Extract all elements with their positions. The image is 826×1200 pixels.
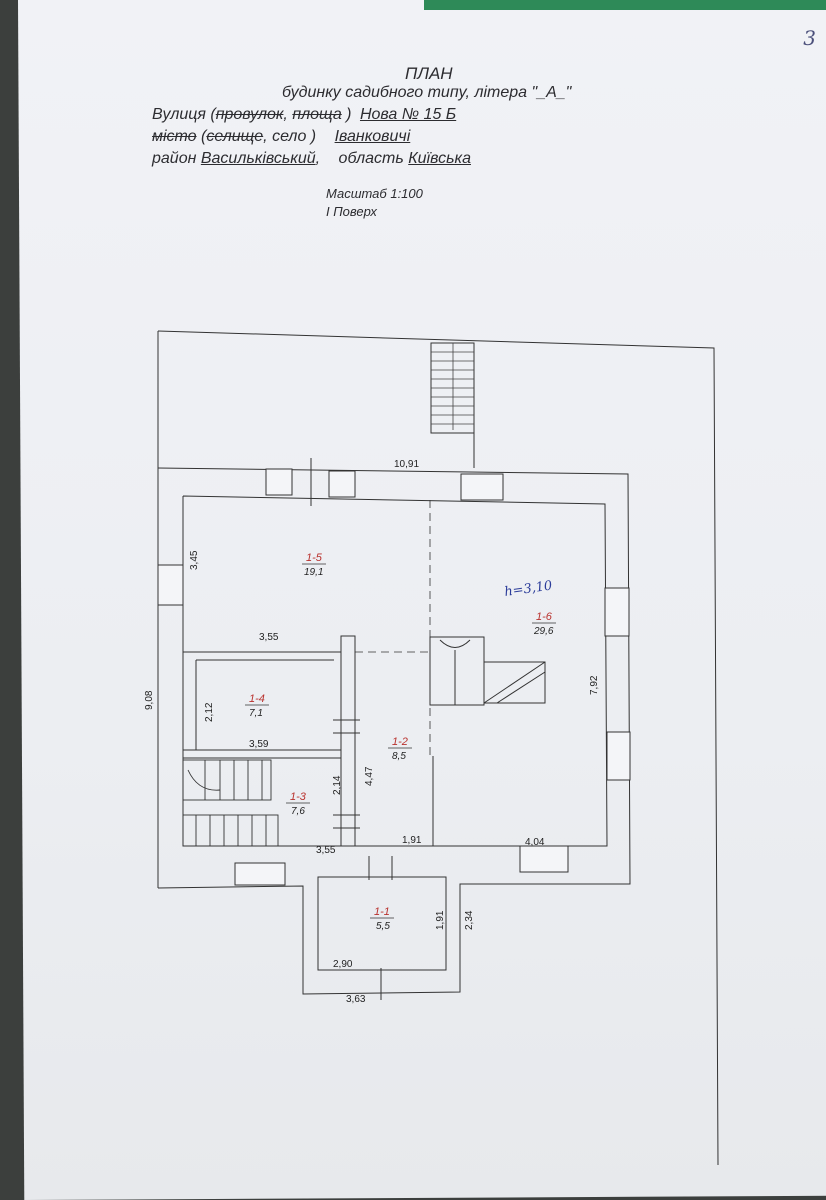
street-struck-2: площа: [292, 106, 342, 123]
door-marks: [310, 458, 393, 1000]
dim-room-1-4-height: 2,12: [204, 702, 215, 722]
room-1-5-area: 19,1: [304, 567, 323, 578]
green-folder-edge: [424, 0, 826, 10]
dim-room-1-6-height: 7,92: [589, 675, 600, 695]
dim-room-1-2-width: 1,91: [402, 835, 422, 846]
dim-room-1-5-height: 3,45: [189, 550, 200, 570]
settlement-open: (: [196, 128, 207, 145]
dim-room-1-1-width: 2,90: [333, 959, 353, 970]
porch-room-1-1: [317, 876, 447, 971]
street-mid: ,: [283, 106, 293, 123]
interior-stair-block: [429, 636, 546, 706]
window-south-2: [519, 845, 569, 873]
room-1-2-id: 1-2: [392, 736, 408, 748]
interior-walls: [183, 635, 434, 847]
dim-room-1-1-height: 1,91: [435, 910, 446, 930]
room-1-1-id: 1-1: [374, 906, 390, 918]
settlement-value: Іванковичі: [334, 128, 411, 145]
dim-room-1-4-width: 3,59: [249, 739, 269, 750]
dim-top-width: 10,91: [394, 459, 419, 470]
region-value: Київська: [408, 150, 471, 167]
dim-room-1-3-height: 2,14: [332, 775, 343, 795]
exterior-wall-outer: [157, 467, 631, 995]
room-1-6-area: 29,6: [533, 626, 554, 637]
dim-overall-height: 9,08: [144, 690, 155, 710]
dim-porch-width: 3,63: [346, 994, 366, 1005]
street-value: Нова № 15 Б: [359, 106, 457, 123]
room-1-5-id: 1-5: [306, 552, 323, 564]
floor-label: І Поверх: [326, 204, 377, 219]
window-north-1: [265, 468, 293, 496]
room-1-1-area: 5,5: [376, 921, 390, 932]
street-label-b: ): [341, 106, 352, 123]
exterior-wall-inner: [182, 495, 608, 847]
plan-subtitle: будинку садибного типу, літера "_А_": [282, 84, 572, 101]
settlement-label: , село ): [263, 128, 317, 145]
district-value: Васильківський: [200, 150, 316, 167]
dim-bottom-left-width: 3,55: [316, 845, 336, 856]
plot-boundary: [157, 330, 719, 1166]
window-north-2: [328, 470, 356, 498]
page-number: 3: [803, 26, 816, 50]
room-1-3-id: 1-3: [290, 791, 307, 803]
dim-bottom-right-width: 4,04: [525, 837, 545, 848]
district-sep: ,: [315, 150, 321, 167]
room-1-2-area: 8,5: [392, 751, 406, 762]
room-1-6-id: 1-6: [536, 611, 553, 623]
window-east-1: [604, 587, 630, 637]
window-south-1: [234, 862, 286, 886]
room-1-3-stair: [182, 759, 279, 847]
dim-room-1-2-height: 4,47: [364, 766, 375, 786]
room-1-4-area: 7,1: [249, 708, 263, 719]
room-1-4-id: 1-4: [249, 693, 265, 705]
street-line: Вулиця (провулок, площа ) Нова № 15 Б: [152, 106, 456, 124]
handwritten-height-note: h=3,10: [503, 578, 553, 600]
window-east-2: [606, 731, 631, 781]
dim-room-1-5-width: 3,55: [259, 632, 279, 643]
outdoor-stair-steps: [431, 343, 474, 430]
scale-label: Масштаб 1:100: [326, 186, 423, 201]
street-struck-1: провулок: [215, 106, 284, 123]
street-label-a: Вулиця (: [152, 106, 216, 123]
dashed-dividers: [355, 500, 431, 756]
windows: [157, 468, 631, 886]
dim-porch-height: 2,34: [464, 910, 475, 930]
region-label: область: [338, 150, 404, 167]
room-1-3-area: 7,6: [291, 806, 305, 817]
settlement-line: місто (селище, село ) Іванковичі: [152, 128, 410, 146]
settlement-struck-2: селище: [206, 128, 264, 145]
district-label: район: [152, 150, 197, 167]
settlement-struck-1: місто: [152, 128, 197, 145]
district-line: район Васильківський, область Київська: [152, 150, 471, 168]
plan-title: ПЛАН: [405, 64, 453, 83]
window-west: [157, 564, 184, 606]
window-north-3: [460, 473, 504, 501]
